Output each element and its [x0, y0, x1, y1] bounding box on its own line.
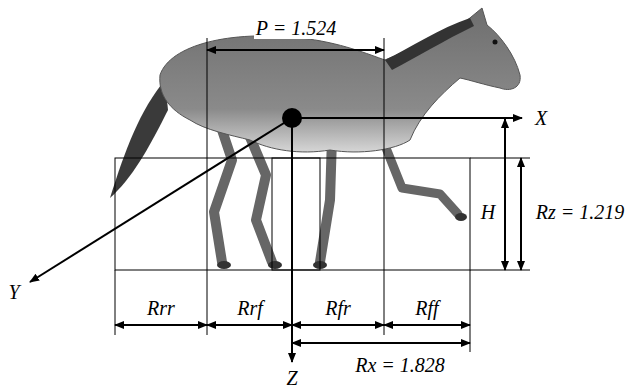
dimension-label: H	[479, 201, 497, 223]
axis-label: Z	[284, 367, 299, 389]
origin-dot	[282, 108, 302, 128]
y-axis	[30, 118, 292, 282]
front-foot-box	[272, 158, 470, 270]
horse-body	[160, 8, 520, 152]
axis-label: Y	[6, 281, 21, 303]
extension-line	[384, 38, 385, 335]
x-axis	[292, 117, 522, 119]
horse-eye	[493, 40, 498, 45]
dimension-arrow	[207, 49, 384, 51]
dimension-label: P = 1.524	[254, 17, 338, 39]
dimension-arrow	[292, 324, 384, 326]
horse-tail	[110, 80, 168, 198]
dimension-arrow	[207, 324, 292, 326]
axis-label: X	[533, 107, 549, 129]
dimension-arrow	[115, 324, 207, 326]
extension-line	[470, 270, 471, 352]
dimension-arrow	[504, 119, 506, 270]
dimension-arrow	[384, 324, 470, 326]
dimension-label: Rz = 1.219	[534, 201, 627, 223]
horse-hooves	[217, 213, 467, 269]
rear-foot-box	[115, 158, 320, 270]
dimension-label: Rrr	[145, 297, 177, 319]
dimension-label: Rfr	[323, 297, 353, 319]
dimension-arrow	[292, 342, 470, 344]
dimension-label: Rff	[413, 297, 440, 319]
dimension-label: Rrf	[235, 297, 265, 319]
dimension-label: Rx = 1.828	[353, 354, 447, 376]
dimension-arrow	[520, 158, 522, 270]
horse-mane	[385, 18, 474, 70]
extension-line	[207, 38, 208, 335]
